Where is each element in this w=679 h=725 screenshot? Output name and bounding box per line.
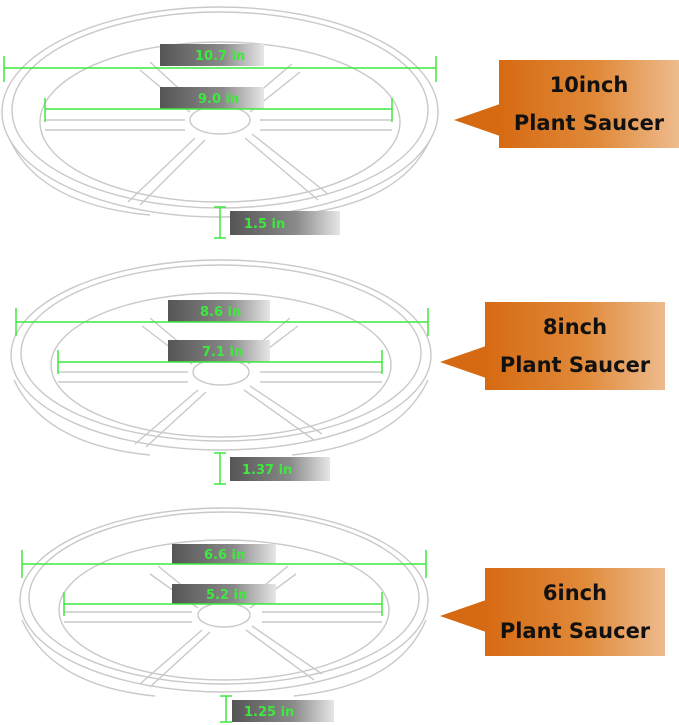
callout-size: 10inch bbox=[549, 73, 629, 97]
height-label: 1.37 in bbox=[242, 463, 292, 478]
dimension-markers: 10.7 in 9.0 in 1.5 in bbox=[3, 44, 437, 239]
saucer-body bbox=[1, 6, 439, 218]
callout-size: 6inch bbox=[542, 581, 608, 605]
callout-size: 8inch bbox=[542, 315, 608, 339]
height-label: 1.5 in bbox=[244, 217, 285, 232]
height-label: 1.25 in bbox=[244, 705, 294, 720]
outer-diameter-label: 6.6 in bbox=[204, 548, 245, 563]
inner-diameter-label: 9.0 in bbox=[198, 92, 239, 107]
saucer-8inch: 8.6 in 7.1 in 1.37 in bbox=[10, 259, 432, 485]
callout-8inch: 8inch Plant Saucer bbox=[485, 302, 665, 390]
callout-6inch: 6inch Plant Saucer bbox=[485, 568, 665, 656]
callout-label: Plant Saucer bbox=[513, 111, 665, 135]
saucer-body bbox=[10, 259, 432, 456]
inner-diameter-label: 7.1 in bbox=[202, 345, 243, 360]
callout-label: Plant Saucer bbox=[499, 353, 651, 377]
callout-label: Plant Saucer bbox=[499, 619, 651, 643]
callout-10inch: 10inch Plant Saucer bbox=[499, 60, 679, 148]
callout-pointer bbox=[454, 104, 500, 136]
outer-diameter-label: 10.7 in bbox=[195, 49, 245, 64]
callout-pointer bbox=[440, 346, 486, 378]
saucer-6inch: 6.6 in 5.2 in 1.25 in bbox=[19, 507, 429, 723]
outer-diameter-label: 8.6 in bbox=[200, 305, 241, 320]
inner-diameter-label: 5.2 in bbox=[206, 588, 247, 603]
callout-pointer bbox=[440, 600, 486, 632]
dimension-markers: 6.6 in 5.2 in 1.25 in bbox=[21, 544, 427, 723]
saucer-10inch: 10.7 in 9.0 in 1.5 in bbox=[1, 6, 439, 239]
dimension-markers: 8.6 in 7.1 in 1.37 in bbox=[15, 300, 429, 485]
